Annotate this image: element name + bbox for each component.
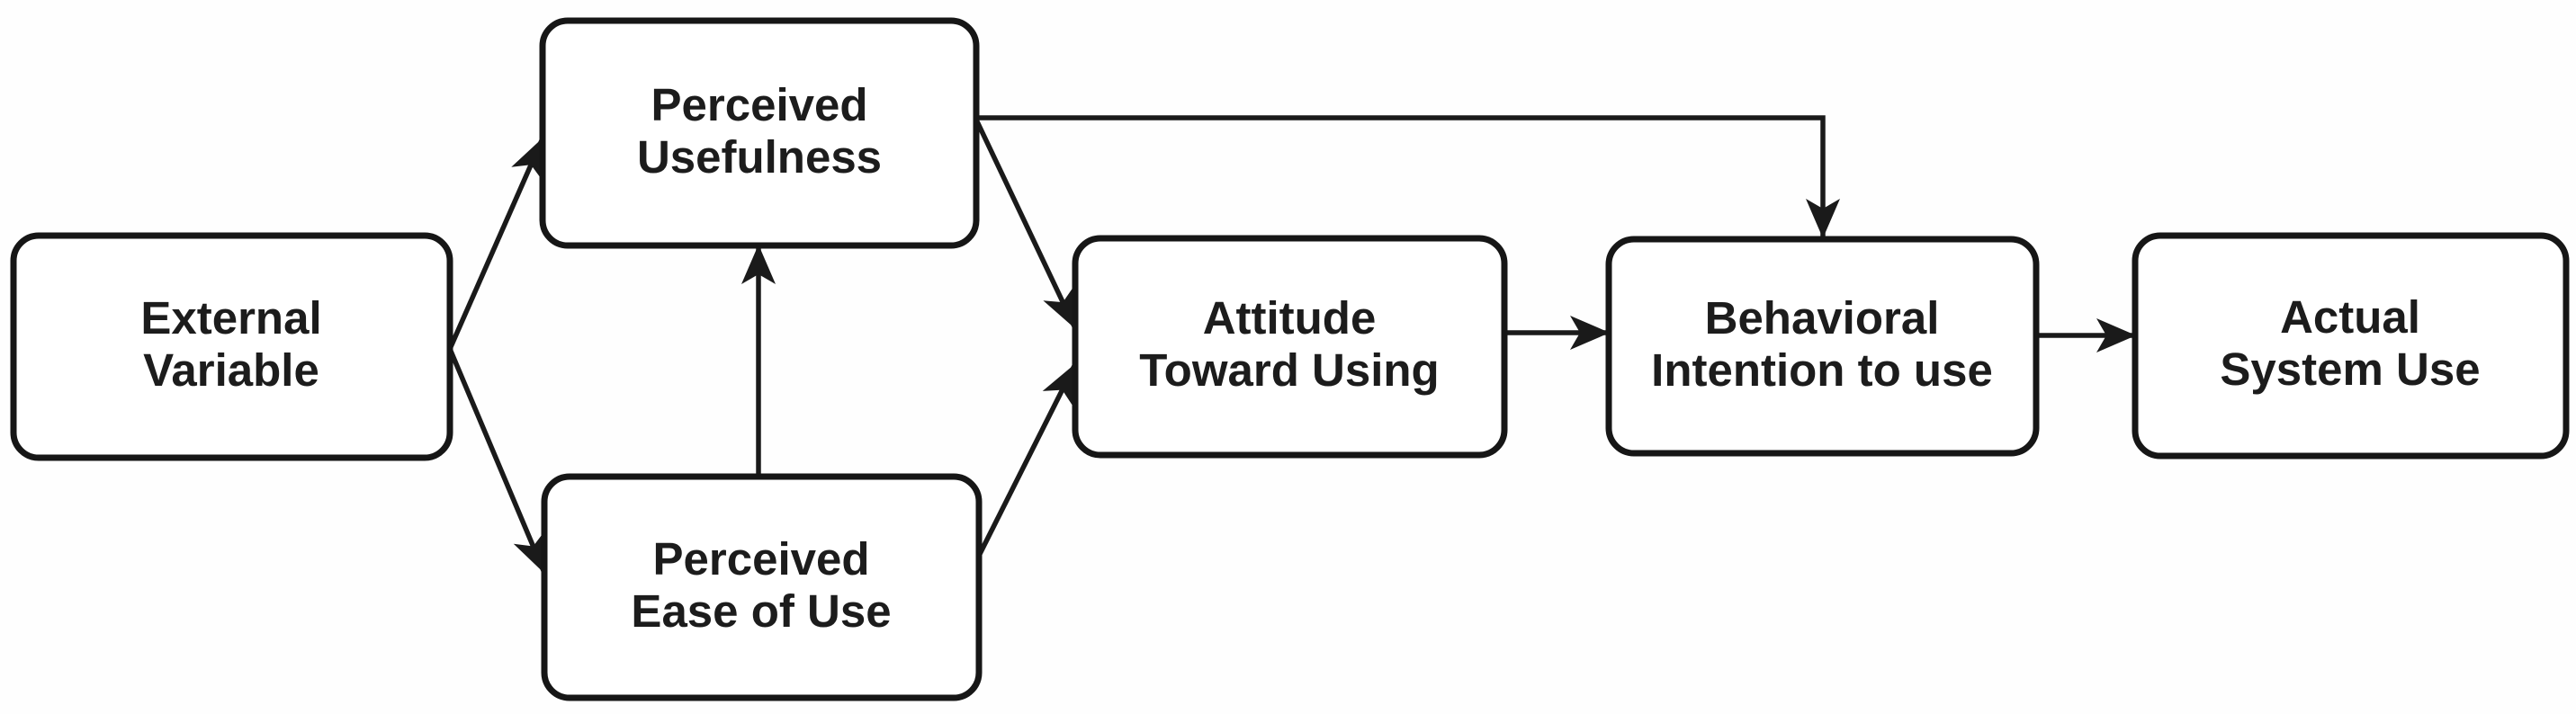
node-perceived-ease-of-use: Perceived Ease of Use (541, 473, 983, 701)
node-perceived-usefulness-label-line-1: Perceived (651, 79, 867, 130)
node-actual-system-use-label-line-2: System Use (2220, 344, 2480, 395)
node-perceived-usefulness-label-line-2: Usefulness (637, 131, 882, 183)
node-perceived-usefulness-box (539, 17, 980, 249)
node-perceived-ease-of-use-label-line-2: Ease of Use (631, 585, 891, 637)
edge-perceived-usefulness-to-behavioral-intention-to-use (976, 115, 1840, 238)
node-actual-system-use: Actual System Use (2132, 232, 2570, 460)
node-attitude-toward-using-box (1072, 235, 1508, 459)
node-perceived-ease-of-use-box (541, 473, 983, 701)
edge-perceived-ease-of-use-to-attitude-toward-using (976, 362, 1078, 558)
node-behavioral-intention-to-use-label-line-2: Intention to use (1651, 344, 1993, 396)
node-attitude-toward-using-label-line-1: Attitude (1203, 292, 1377, 344)
node-external-variable-label-line-2: Variable (143, 344, 319, 396)
node-external-variable-box (10, 232, 453, 461)
node-actual-system-use-label-line-1: Actual (2280, 291, 2420, 343)
node-actual-system-use-box (2132, 232, 2570, 460)
node-attitude-toward-using: Attitude Toward Using (1072, 235, 1508, 459)
node-attitude-toward-using-label-line-2: Toward Using (1139, 344, 1439, 396)
node-external-variable-label-line-1: External (140, 292, 321, 344)
edge-external-variable-to-perceived-ease-of-use (447, 347, 547, 575)
edge-perceived-usefulness-to-attitude-toward-using (974, 118, 1078, 330)
edge-external-variable-to-perceived-usefulness (447, 137, 545, 351)
node-behavioral-intention-to-use-label-line-1: Behavioral (1705, 292, 1940, 344)
node-perceived-usefulness: Perceived Usefulness (539, 17, 980, 249)
node-external-variable: External Variable (10, 232, 453, 461)
node-behavioral-intention-to-use-box (1605, 236, 2040, 457)
node-perceived-ease-of-use-label-line-1: Perceived (652, 533, 869, 585)
node-behavioral-intention-to-use: Behavioral Intention to use (1605, 236, 2040, 457)
